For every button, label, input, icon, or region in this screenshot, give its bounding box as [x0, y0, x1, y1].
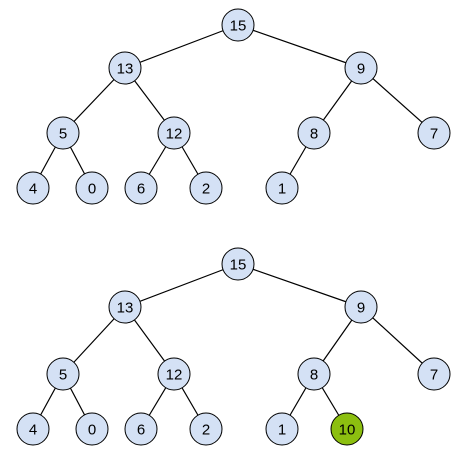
node-label: 12 [166, 126, 183, 143]
node-label: 2 [202, 422, 210, 439]
tree-node: 13 [108, 290, 142, 324]
node-circle [108, 290, 142, 324]
node-circle [344, 290, 378, 324]
node-label: 5 [59, 367, 67, 384]
node-label: 7 [430, 126, 438, 143]
node-circle [417, 116, 451, 150]
node-circle [75, 171, 109, 205]
tree-node: 12 [157, 116, 191, 150]
node-circle [297, 116, 331, 150]
node-label: 1 [278, 422, 286, 439]
node-circle [124, 412, 158, 446]
tree-node: 6 [124, 412, 158, 446]
node-label: 1 [278, 181, 286, 198]
tree-node: 7 [417, 116, 451, 150]
node-circle [46, 116, 80, 150]
tree-node: 10 [330, 412, 364, 446]
edges-layer [32, 24, 435, 430]
node-circle [189, 412, 223, 446]
node-label: 0 [88, 181, 96, 198]
node-circle [189, 171, 223, 205]
node-label: 12 [166, 367, 183, 384]
node-label: 0 [88, 422, 96, 439]
tree-edge [124, 263, 239, 308]
tree-node: 2 [189, 171, 223, 205]
tree-node: 6 [124, 171, 158, 205]
tree-node: 0 [75, 412, 109, 446]
tree-node: 1 [265, 171, 299, 205]
inserted-node-circle [330, 412, 364, 446]
node-circle [124, 171, 158, 205]
tree-node: 4 [16, 412, 50, 446]
node-label: 8 [310, 367, 318, 384]
tree-node: 13 [108, 51, 142, 85]
tree-node: 4 [16, 171, 50, 205]
node-label: 4 [29, 422, 37, 439]
node-label: 8 [310, 126, 318, 143]
node-label: 10 [339, 422, 356, 439]
node-label: 5 [59, 126, 67, 143]
tree-node: 8 [297, 116, 331, 150]
tree-node: 12 [157, 357, 191, 391]
node-label: 9 [357, 300, 365, 317]
tree-node: 9 [344, 51, 378, 85]
node-circle [221, 247, 255, 281]
tree-node: 15 [221, 247, 255, 281]
tree-node: 2 [189, 412, 223, 446]
node-circle [16, 171, 50, 205]
tree-node: 5 [46, 357, 80, 391]
node-label: 2 [202, 181, 210, 198]
node-label: 13 [117, 300, 134, 317]
tree-node: 9 [344, 290, 378, 324]
node-circle [16, 412, 50, 446]
tree-edge [360, 306, 435, 375]
tree-node: 15 [221, 8, 255, 42]
node-circle [108, 51, 142, 85]
tree-node: 1 [265, 412, 299, 446]
node-circle [157, 116, 191, 150]
tree-node: 7 [417, 357, 451, 391]
node-label: 15 [230, 18, 247, 35]
tree-node: 8 [297, 357, 331, 391]
node-circle [417, 357, 451, 391]
node-circle [297, 357, 331, 391]
tree-node: 0 [75, 171, 109, 205]
tree-edge [124, 24, 239, 69]
node-label: 13 [117, 61, 134, 78]
node-circle [75, 412, 109, 446]
node-circle [344, 51, 378, 85]
tree-edge [237, 263, 362, 308]
node-circle [46, 357, 80, 391]
node-circle [221, 8, 255, 42]
nodes-layer: 15 13 9 5 12 8 7 4 0 6 2 1 15 13 9 5 12 8 7 4 0 6 2 1 10 [16, 8, 451, 446]
node-label: 6 [137, 181, 145, 198]
node-label: 4 [29, 181, 37, 198]
tree-node: 5 [46, 116, 80, 150]
node-label: 7 [430, 367, 438, 384]
node-circle [157, 357, 191, 391]
node-label: 15 [230, 257, 247, 274]
node-circle [265, 412, 299, 446]
tree-edge [237, 24, 362, 69]
node-circle [265, 171, 299, 205]
node-label: 9 [357, 61, 365, 78]
node-label: 6 [137, 422, 145, 439]
